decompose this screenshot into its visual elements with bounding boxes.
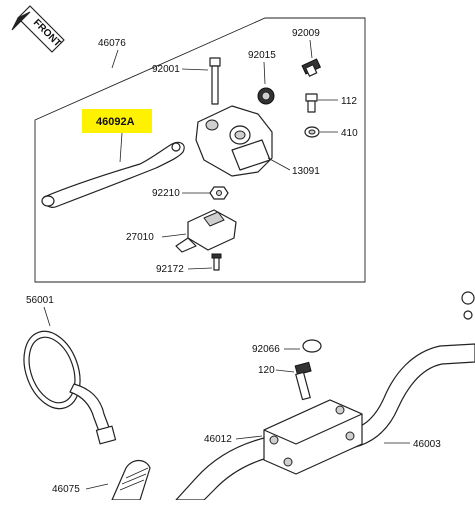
label-120: 120	[258, 365, 275, 376]
label-46075: 46075	[52, 484, 80, 495]
label-13091: 13091	[292, 166, 320, 177]
label-410: 410	[341, 128, 358, 139]
leader-46075	[85, 483, 109, 490]
leader-92015	[263, 61, 266, 85]
holder-46012	[263, 399, 363, 475]
leader-56001	[43, 306, 51, 327]
screw-92009	[301, 58, 322, 77]
mirror-56001	[23, 330, 117, 445]
label-92009: 92009	[292, 28, 320, 39]
label-112: 112	[341, 96, 357, 107]
grip-46075	[111, 459, 151, 501]
leader-46092A	[119, 132, 123, 163]
label-27010: 27010	[126, 232, 154, 243]
cap-92066	[302, 339, 322, 353]
label-46003: 46003	[413, 439, 441, 450]
label-56001: 56001	[26, 295, 54, 306]
label-46076: 46076	[98, 38, 126, 49]
leader-120	[275, 369, 295, 373]
leader-27010	[161, 233, 187, 238]
leader-46076	[111, 49, 119, 69]
bolt-112	[305, 93, 318, 113]
leader-92001	[181, 68, 209, 71]
washer-410	[304, 126, 320, 138]
switch-27010	[175, 209, 237, 253]
adjuster-92015	[257, 87, 275, 105]
label-92172: 92172	[156, 264, 184, 275]
label-92015: 92015	[248, 50, 276, 61]
bolt-92001	[209, 57, 221, 105]
lever-assembly-frame	[34, 17, 366, 283]
label-46012: 46012	[204, 434, 232, 445]
lever-bracket-13091	[195, 105, 273, 177]
bolt-120	[294, 361, 312, 401]
label-92066: 92066	[252, 344, 280, 355]
label-92210: 92210	[152, 188, 180, 199]
clip-part	[461, 291, 475, 320]
leader-92172	[187, 267, 213, 270]
screw-92172	[211, 253, 222, 271]
clutch-lever	[41, 141, 185, 208]
leader-92009	[309, 39, 313, 59]
leader-13091	[267, 157, 291, 171]
highlight-46092A	[82, 109, 152, 133]
leader-46012	[235, 435, 263, 440]
nut-92210	[209, 186, 229, 200]
label-92001: 92001	[152, 64, 180, 75]
front-marker: FRONT	[11, 5, 65, 53]
label-46092A: 46092A	[96, 116, 135, 128]
